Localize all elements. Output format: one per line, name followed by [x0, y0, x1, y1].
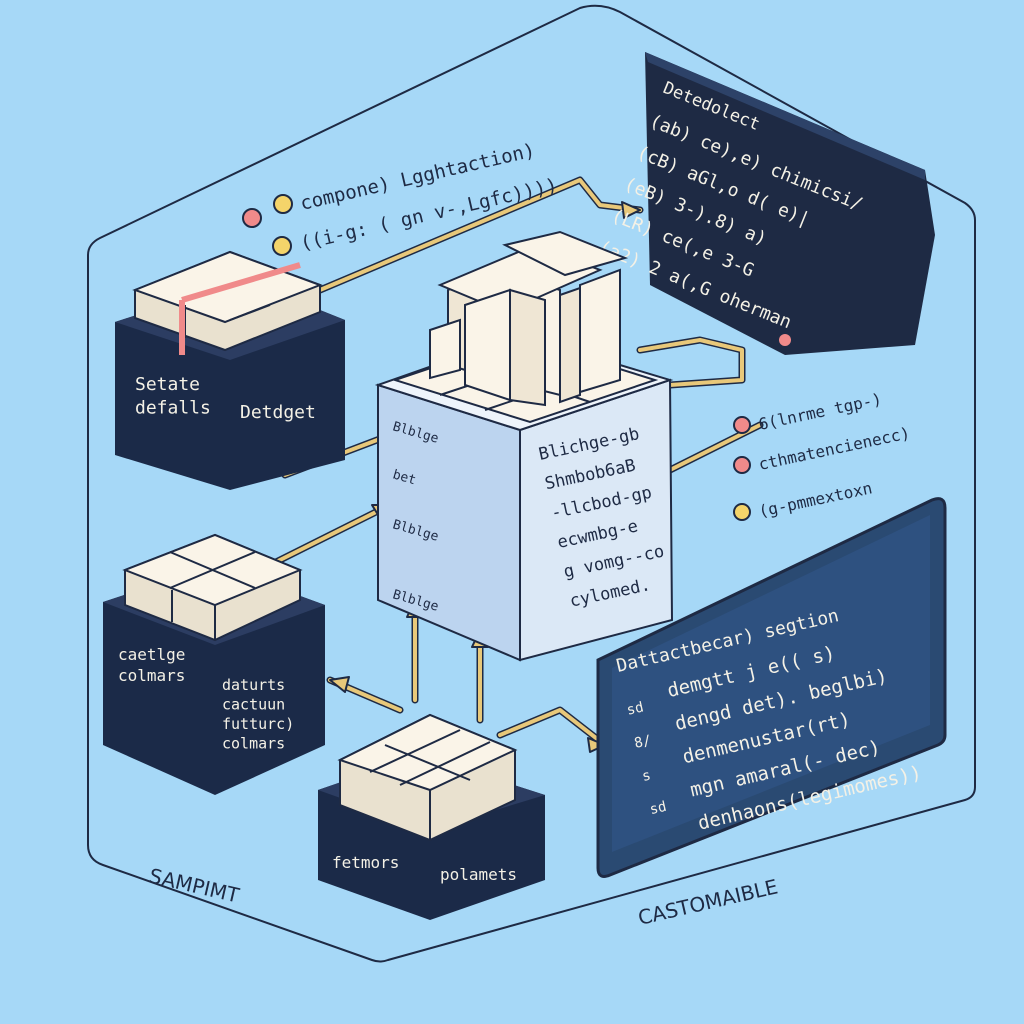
pink-dot	[779, 334, 791, 346]
block-features-parameters: fetmors polamets	[318, 713, 545, 920]
pink-dot	[242, 208, 262, 228]
arrowhead	[621, 201, 641, 219]
pink-dot	[733, 416, 751, 434]
code-prefix: sd	[648, 799, 668, 818]
right-bullet-list: 6(lnrme tgp-)cthmatencienecc)(g-pmmextox…	[733, 389, 912, 521]
bullet-text: (g-pmmextoxn	[757, 478, 874, 521]
block-parameters-text: polamets	[440, 865, 517, 884]
yellow-dot	[272, 236, 292, 256]
yellow-dot	[273, 194, 293, 214]
bullet-text: cthmatencienecc)	[757, 423, 912, 474]
code-panel-top: Detedolect (ab) ce),e) chimicsi/(cB) aGl…	[596, 52, 935, 355]
pink-dot	[733, 456, 751, 474]
block-features-text: fetmors	[332, 853, 399, 872]
arrowhead	[329, 676, 350, 693]
code-prefix: s	[640, 768, 652, 785]
block-dataset-label: Detdget	[240, 402, 316, 423]
code-prefix: sd	[625, 699, 645, 718]
cube-side-label: bet	[391, 467, 418, 488]
bullet-text: 6(lnrme tgp-)	[757, 389, 883, 434]
footer-right-caption: CASTOMAIBLE	[636, 874, 780, 929]
code-prefix: 8/	[633, 733, 653, 752]
header-caption: compone) Lgghtaction) ((i-g: ( gn v-,Lgf…	[242, 139, 559, 256]
yellow-dot	[733, 503, 751, 521]
red-tape	[181, 262, 301, 303]
footer-left-caption: SAMPIMT	[147, 863, 242, 907]
outer-frame	[87, 4, 976, 963]
